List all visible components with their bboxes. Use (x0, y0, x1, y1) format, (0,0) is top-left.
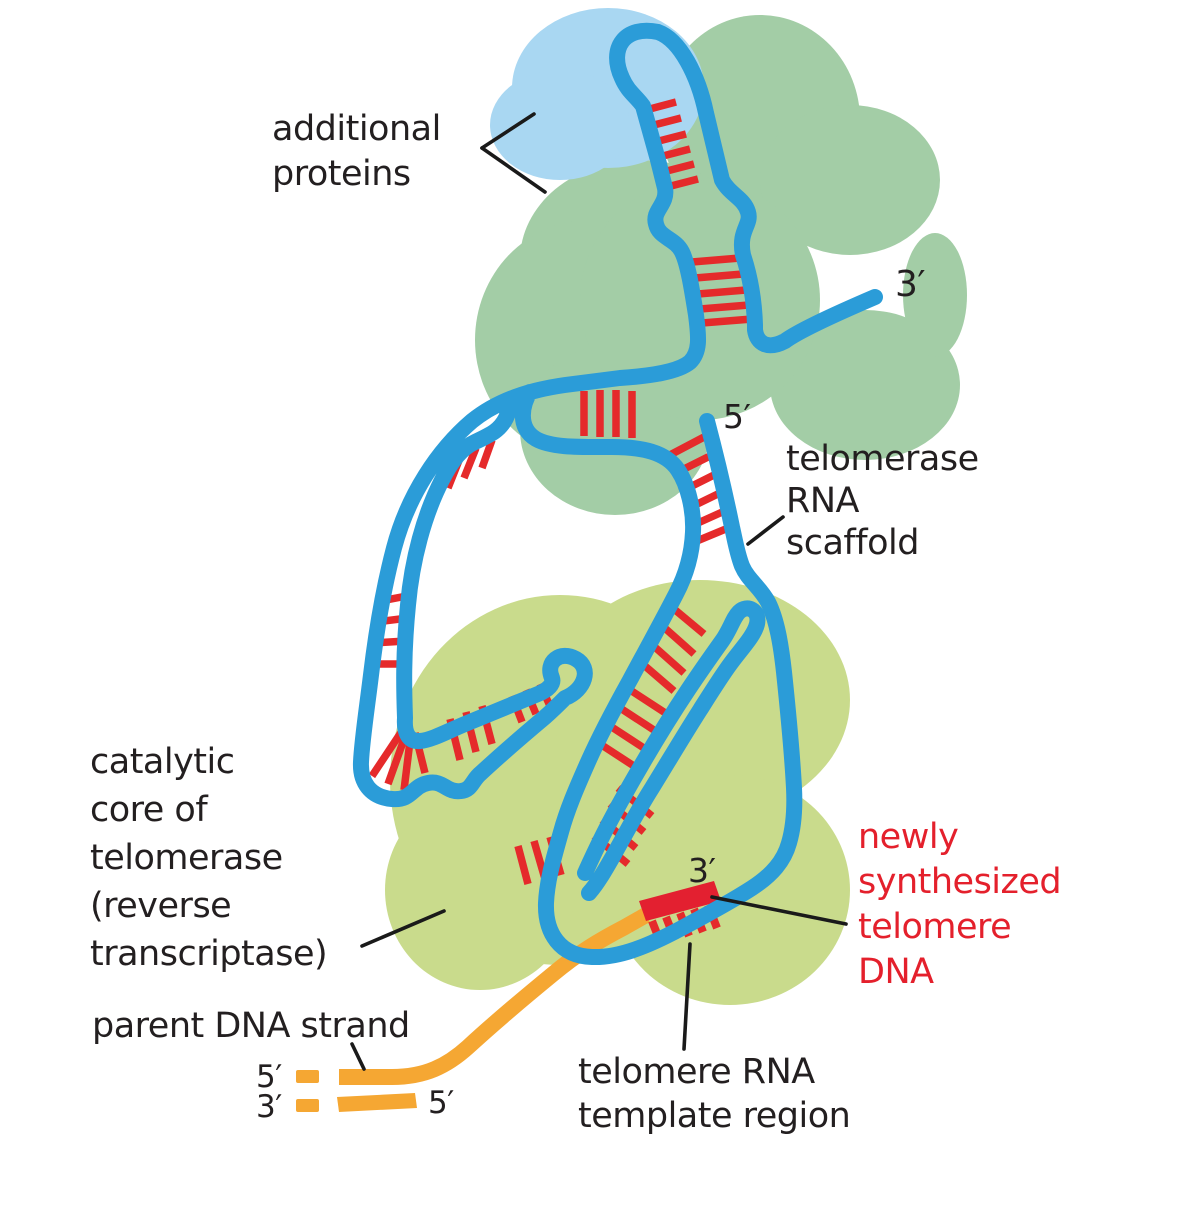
label-5-prime-parent-right: 5′ (428, 1085, 454, 1121)
label-additional-proteins: additional proteins (272, 109, 441, 194)
parent-dna-strand (296, 908, 650, 1112)
rna-scaffold-hairpin (577, 600, 766, 901)
label-telomerase-rna-scaffold: telomerase RNA scaffold (786, 439, 979, 563)
parent-dna-overhang-strand (339, 908, 650, 1085)
label-3-prime-top: 3′ (895, 264, 926, 305)
pointer-catalytic-core (360, 909, 446, 948)
label-telomere-rna-template-region: telomere RNA template region (578, 1052, 851, 1136)
stem2-rungs (691, 254, 753, 327)
parent-dna-bottom-strand (337, 1093, 417, 1112)
pointer-additional-proteins-lower (480, 146, 547, 194)
label-parent-dna-strand: parent DNA strand (92, 1006, 410, 1046)
label-3-prime-new-dna: 3′ (688, 851, 716, 890)
label-5-prime-scaffold: 5′ (723, 397, 751, 436)
label-catalytic-core: catalytic core of telomerase (reverse tr… (90, 742, 328, 974)
newly-synthesized-dna-bar (639, 881, 721, 921)
mid-stem-rungs (580, 390, 636, 438)
parent-dna-break-dashes (296, 1070, 417, 1112)
pointer-template-region (682, 942, 692, 1051)
label-5-prime-parent-top: 5′ (256, 1059, 282, 1095)
label-newly-synthesized-telomere-dna: newly synthesized telomere DNA (858, 817, 1062, 992)
pointer-parent-dna (350, 1042, 366, 1071)
catalytic-core-blob (385, 580, 850, 1005)
pointer-additional-proteins-upper (480, 112, 536, 150)
pointer-new-dna (710, 895, 848, 926)
pointer-rna-scaffold (746, 515, 785, 546)
pointer-lines (350, 112, 848, 1071)
label-3-prime-parent-bottom: 3′ (256, 1089, 282, 1125)
telomerase-rna-strand (352, 22, 883, 966)
rna-main-strand (352, 22, 883, 966)
